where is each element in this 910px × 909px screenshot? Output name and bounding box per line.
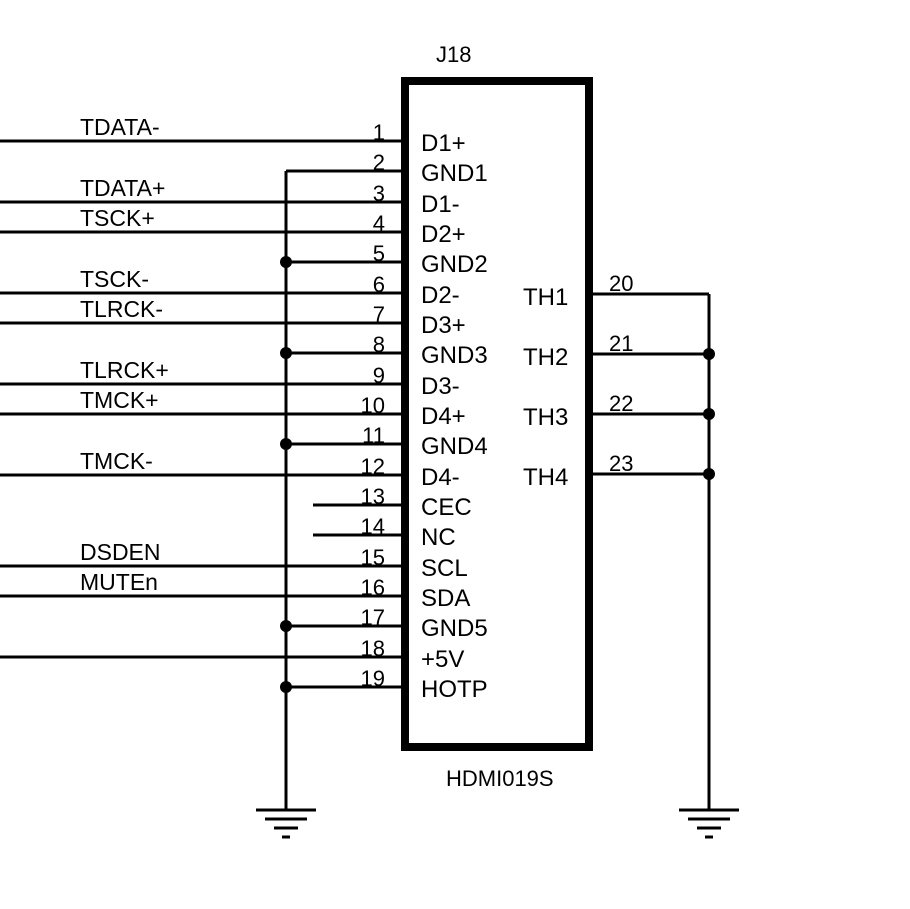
pin-number: 4 [373,211,385,236]
pin-number: 15 [361,545,385,570]
pin-name: D2+ [421,221,466,248]
pin-name: D1- [421,191,460,218]
pin-number: 12 [361,454,385,479]
pin-name: D1+ [421,130,466,157]
pin-name: GND5 [421,615,488,642]
pin-number: 14 [361,514,385,539]
pin-row-5: 5 GND2 [280,241,488,278]
pin-number: 18 [361,636,385,661]
pin-row-1: TDATA- 1 D1+ [0,114,466,157]
pin-row-7: TLRCK- 7 D3+ [0,296,466,339]
pin-number: 1 [373,120,385,145]
net-label: TDATA+ [80,175,165,201]
pin-row-6: TSCK- 6 D2- [0,266,460,309]
junction-dot [703,408,715,420]
pin-number: 6 [373,272,385,297]
pin-name: TH2 [523,344,568,371]
pin-number: 22 [609,391,633,416]
junction-dot [280,681,292,693]
pin-name: TH3 [523,404,568,431]
pin-row-15: DSDEN 15 SCL [0,539,468,582]
pin-name: CEC [421,494,472,521]
junction-dot [280,347,292,359]
pin-name: GND3 [421,342,488,369]
pin-number: 9 [373,363,385,388]
pin-name: TH4 [523,464,568,491]
pin-number: 11 [362,423,385,448]
net-label: TLRCK- [80,296,163,322]
pin-name: SDA [421,585,470,612]
net-label: MUTEn [80,569,158,595]
pin-name: HOTP [421,676,488,703]
ground-symbol-right [679,808,739,839]
pin-name: D4+ [421,403,466,430]
component-part-number: HDMI019S [446,766,554,791]
net-label: TDATA- [80,114,160,140]
junction-dot [280,438,292,450]
junction-dot [703,468,715,480]
pin-name: TH1 [523,284,568,311]
pin-name: GND4 [421,433,488,460]
pin-row-2: 2 GND1 [286,150,488,187]
pin-number: 13 [361,484,385,509]
pin-number: 23 [609,451,633,476]
junction-dot [703,348,715,360]
pin-row-18: 18 +5V [0,636,464,673]
pin-number: 19 [361,666,385,691]
pin-name: SCL [421,555,468,582]
component-ref: J18 [436,42,471,67]
pin-number: 2 [373,150,385,175]
pin-number: 5 [373,241,385,266]
pin-name: GND1 [421,160,488,187]
junction-dot [280,256,292,268]
pin-name: +5V [421,646,464,673]
pin-row-16: MUTEn 16 SDA [0,569,470,612]
pin-row-13: 13 CEC [313,484,472,521]
pin-number: 20 [609,271,633,296]
pin-number: 7 [373,302,385,327]
pin-name: D3- [421,373,460,400]
pin-name: D2- [421,282,460,309]
net-label: TLRCK+ [80,357,169,383]
net-label: TSCK+ [80,205,155,231]
net-label: TMCK- [80,448,153,474]
pin-row-8: 8 GND3 [280,332,488,369]
pin-row-4: TSCK+ 4 D2+ [0,205,466,248]
net-label: TSCK- [80,266,149,292]
net-label: DSDEN [80,539,161,565]
pin-row-10: TMCK+ 10 D4+ [0,387,466,430]
pin-number: 17 [361,605,385,630]
pin-name: D4- [421,464,460,491]
pin-number: 3 [373,181,385,206]
pin-row-14: 14 NC [313,514,456,551]
net-label: TMCK+ [80,387,159,413]
pin-number: 8 [373,332,385,357]
pin-name: NC [421,524,456,551]
junction-dot [280,620,292,632]
ground-symbol-left [256,808,316,839]
pin-row-11: 11 GND4 [280,423,488,460]
pin-row-9: TLRCK+ 9 D3- [0,357,460,400]
pin-row-17: 17 GND5 [280,605,488,642]
pin-name: D3+ [421,312,466,339]
pin-row-19: 19 HOTP [280,666,488,703]
pin-name: GND2 [421,251,488,278]
pin-number: 16 [361,575,385,600]
pin-row-3: TDATA+ 3 D1- [0,175,460,218]
pin-row-12: TMCK- 12 D4- [0,448,460,491]
pin-number: 10 [361,393,385,418]
pin-number: 21 [609,331,633,356]
